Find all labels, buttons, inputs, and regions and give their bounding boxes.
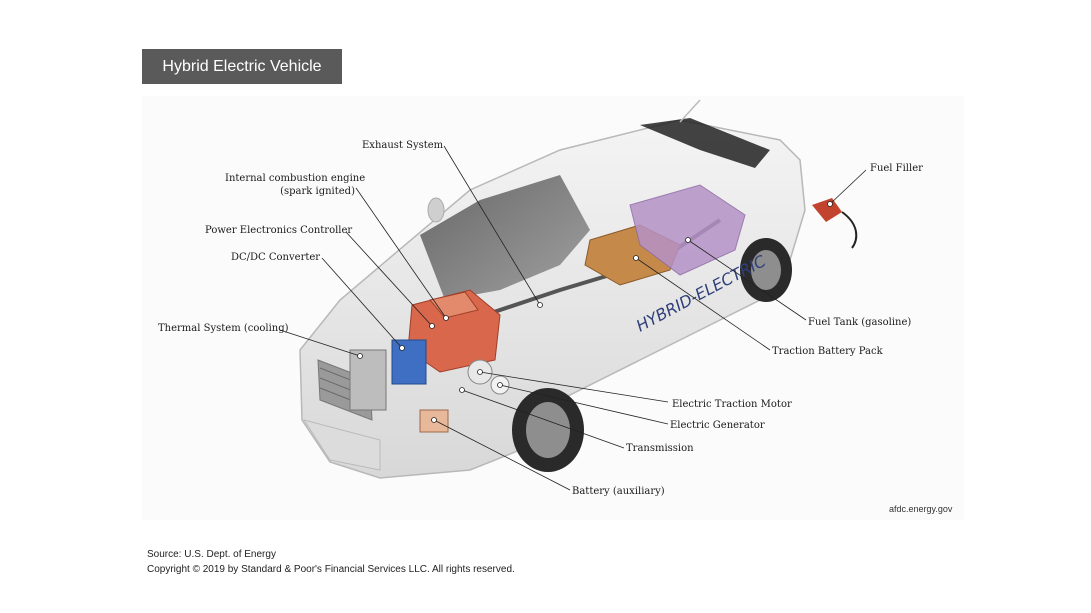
label-transmission: Transmission bbox=[626, 443, 694, 454]
label-dcdc-converter: DC/DC Converter bbox=[231, 252, 321, 263]
label-power-electronics-controller: Power Electronics Controller bbox=[205, 225, 353, 236]
battery-pack-shape bbox=[629, 184, 746, 276]
windshield bbox=[420, 175, 590, 300]
rear-window bbox=[640, 118, 770, 168]
label-fuel-filler: Fuel Filler bbox=[870, 163, 923, 174]
label-ice-line1: Internal combustion engine bbox=[225, 173, 366, 184]
leader-lines bbox=[279, 145, 867, 491]
label-traction-battery-pack: Traction Battery Pack bbox=[772, 346, 883, 357]
label-fuel-tank: Fuel Tank (gasoline) bbox=[808, 317, 912, 328]
label-thermal-system: Thermal System (cooling) bbox=[158, 323, 289, 334]
leader-dots bbox=[357, 201, 833, 423]
label-battery-auxiliary: Battery (auxiliary) bbox=[572, 486, 665, 497]
front-bumper bbox=[302, 419, 381, 471]
label-electric-generator: Electric Generator bbox=[670, 420, 765, 431]
image-credit: afdc.energy.gov bbox=[889, 504, 953, 514]
copyright-line: Copyright © 2019 by Standard & Poor's Fi… bbox=[147, 564, 515, 575]
slide-title: Hybrid Electric Vehicle bbox=[142, 49, 342, 84]
label-exhaust-system: Exhaust System bbox=[362, 140, 444, 151]
label-internal-combustion-engine: Internal combustion engine (spark ignite… bbox=[225, 172, 366, 198]
power-electronics-shape bbox=[429, 291, 479, 319]
converter-shape bbox=[391, 339, 427, 385]
side-mirror bbox=[427, 197, 445, 223]
fuel-nozzle bbox=[812, 198, 842, 222]
source-line: Source: U.S. Dept. of Energy bbox=[147, 549, 276, 560]
label-electric-traction-motor: Electric Traction Motor bbox=[672, 399, 792, 410]
radiator-shape bbox=[349, 349, 387, 411]
label-ice-line2: (spark ignited) bbox=[280, 186, 355, 197]
